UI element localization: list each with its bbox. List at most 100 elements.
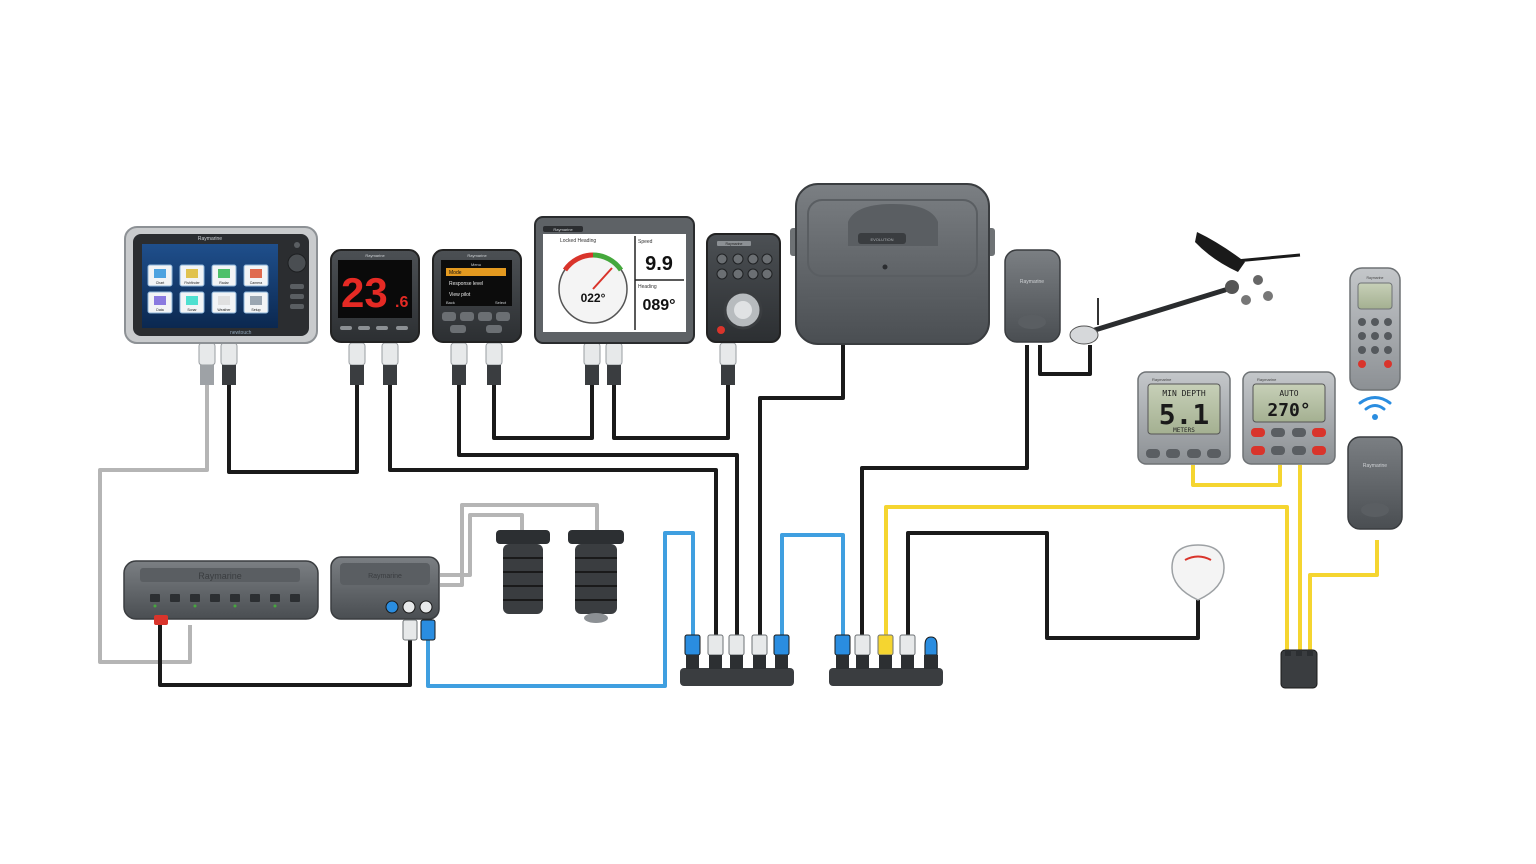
mfd-tile-fishfinder[interactable]: Fishfinder: [179, 264, 205, 287]
wind-vane-icon: [1069, 232, 1301, 345]
sounder-module: Raymarine: [330, 556, 440, 641]
st-depth-value: 5.1: [1159, 398, 1210, 431]
st-pilot-buttons[interactable]: [1251, 428, 1326, 455]
cable-sounder-to-backbone: [426, 531, 695, 688]
depth-brand: Raymarine: [365, 253, 385, 258]
transducer-icon: [568, 530, 624, 623]
seatalk-junction: [1280, 649, 1318, 689]
mfd-tile-label: Radar: [219, 281, 229, 285]
wireless-signal-icon: [1358, 396, 1392, 420]
mfd-tile-icon: [186, 269, 198, 278]
mfd-tile-setup[interactable]: Setup: [243, 291, 269, 314]
sounder-brand: Raymarine: [368, 573, 402, 580]
pilot-menu-item-2[interactable]: Response level: [449, 281, 483, 287]
mfd-brand: Raymarine: [198, 236, 222, 242]
speed-label: Speed: [638, 239, 653, 245]
depth-value: 23: [341, 269, 388, 316]
pilot-softkey-select[interactable]: Select: [495, 300, 507, 305]
st-depth-buttons[interactable]: [1146, 449, 1221, 458]
mfd-side-buttons[interactable]: [290, 284, 304, 309]
mfd-tile-icon: [218, 269, 230, 278]
heading-value: 089°: [642, 297, 675, 314]
remote-buttons[interactable]: [1358, 318, 1392, 354]
pilot-menu-item-3[interactable]: View pilot: [449, 292, 471, 298]
mfd-tile-label: Chart: [156, 281, 165, 285]
mfd-tile-label: Data: [156, 308, 163, 312]
course-computer: EVOLUTION: [790, 183, 995, 345]
cable-pilot-to-instrument: [492, 385, 594, 440]
cable-instrument-to-keypad: [612, 385, 730, 440]
mfd-tile-icon: [154, 269, 166, 278]
gauge-value: 022°: [581, 291, 606, 305]
mfd-tile-chart[interactable]: Chart: [147, 264, 173, 287]
connector-plugs: [198, 342, 737, 385]
mfd-tile-label: Sonar: [187, 308, 197, 312]
cable-pilot-to-backbone: [457, 385, 739, 635]
switch-brand: Raymarine: [198, 571, 242, 581]
cable-depth-to-backbone: [388, 385, 718, 635]
cable-switch-to-sounder: [158, 625, 412, 687]
mfd-tile-icon: [250, 296, 262, 305]
mfd-tile-label: Fishfinder: [184, 281, 200, 285]
remote-handset[interactable]: Raymarine: [1349, 267, 1401, 391]
pilot-keypad[interactable]: Raymarine: [706, 233, 781, 343]
cable-mfd-to-depth: [227, 385, 359, 474]
st-depth-brand: Raymarine: [1152, 377, 1172, 382]
speed-value: 9.9: [645, 253, 673, 275]
cable-transducer-1: [440, 503, 599, 587]
cable-gps-to-backbone: [906, 531, 1200, 640]
network-switch: Raymarine: [123, 560, 319, 625]
mfd-rotary-knob[interactable]: [287, 253, 307, 273]
mfd-tile-weather[interactable]: Weather: [211, 291, 237, 314]
pilot-brand: Raymarine: [467, 253, 487, 258]
cable-backbone-to-seatalk: [884, 505, 1289, 650]
mfd-tile-icon: [186, 296, 198, 305]
pilot-softkey-back[interactable]: Back: [446, 300, 455, 305]
instrument-panel-title: Locked Heading: [560, 238, 596, 244]
mfd-home-button[interactable]: [294, 242, 300, 248]
gps-antenna-icon: [1171, 544, 1225, 601]
instrument-display[interactable]: Raymarine Locked Heading 022° Speed 9.9 …: [534, 216, 695, 344]
seatalk-pilot-display[interactable]: Raymarine AUTO 270°: [1242, 371, 1336, 465]
mfd-tile-sonar[interactable]: Sonar: [179, 291, 205, 314]
backbone-connector-2: [829, 634, 943, 686]
cable-mfd-to-switch: [98, 365, 209, 664]
st-pilot-mode: AUTO: [1279, 389, 1298, 398]
mfd-model-label: newtouch: [230, 330, 252, 336]
mfd-tile-camera[interactable]: Camera: [243, 264, 269, 287]
mfd-tile-radar[interactable]: Radar: [211, 264, 237, 287]
keypad-brand: Raymarine: [726, 242, 743, 246]
mfd-tile-label: Setup: [251, 308, 260, 312]
depth-buttons[interactable]: [340, 326, 408, 330]
st-depth-unit: METERS: [1173, 427, 1195, 434]
st-pilot-brand: Raymarine: [1257, 377, 1277, 382]
cables: [98, 345, 1379, 688]
remote-base-station: Raymarine: [1347, 436, 1403, 530]
mfd-tile-data[interactable]: Data: [147, 291, 173, 314]
pilot-buttons[interactable]: [442, 312, 510, 333]
sensor-pod: Raymarine: [1004, 249, 1061, 343]
computer-badge: EVOLUTION: [870, 237, 893, 242]
cable-remote-base-to-junction: [1308, 540, 1379, 650]
instrument-brand: Raymarine: [553, 227, 573, 232]
mfd-tile-icon: [154, 296, 166, 305]
autopilot-control-head[interactable]: Raymarine Menu Mode Response level View …: [432, 249, 522, 343]
transducer-icon: [496, 530, 550, 614]
heading-label: Heading: [638, 284, 657, 290]
cable-sensor-to-backbone: [860, 345, 1029, 635]
cable-transducer-2: [440, 513, 524, 577]
mfd-tile-icon: [250, 269, 262, 278]
mfd-tile-label: Weather: [217, 308, 231, 312]
seatalk-depth-display[interactable]: Raymarine MIN DEPTH 5.1 METERS: [1137, 371, 1231, 465]
pilot-menu-title: Menu: [471, 262, 481, 267]
cable-wind-to-sensor: [1038, 345, 1092, 376]
pilot-menu-item-1[interactable]: Mode: [449, 270, 462, 276]
keypad-standby-button[interactable]: [717, 326, 725, 334]
st-pilot-value: 270°: [1267, 400, 1310, 421]
backbone-connector-1: [680, 634, 794, 686]
depth-display[interactable]: Raymarine 23 .6: [330, 249, 420, 343]
mfd-tile-label: Camera: [250, 281, 263, 285]
